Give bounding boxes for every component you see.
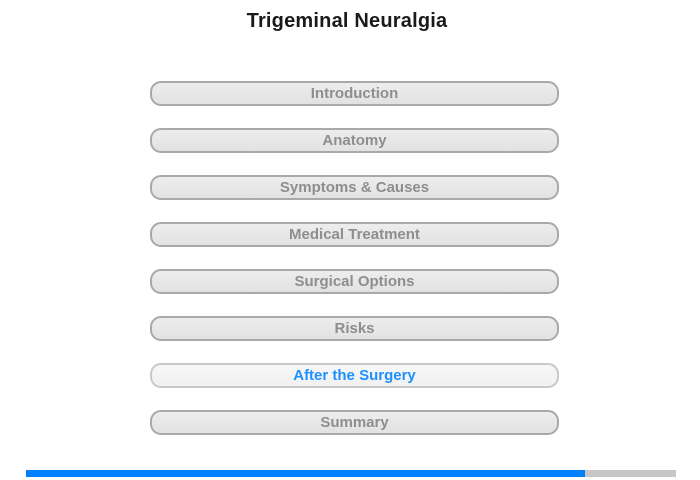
progress-bar-track (26, 470, 676, 477)
menu-button-symptoms-causes[interactable]: Symptoms & Causes (150, 175, 559, 200)
page-title: Trigeminal Neuralgia (246, 10, 448, 32)
menu-button-after-the-surgery[interactable]: After the Surgery (150, 363, 559, 388)
menu-button-risks[interactable]: Risks (150, 316, 559, 341)
menu-button-medical-treatment[interactable]: Medical Treatment (150, 222, 559, 247)
menu-button-summary[interactable]: Summary (150, 410, 559, 435)
menu-button-surgical-options[interactable]: Surgical Options (150, 269, 559, 294)
menu-button-anatomy[interactable]: Anatomy (150, 128, 559, 153)
progress-fill (26, 470, 585, 477)
topic-menu: Introduction Anatomy Symptoms & Causes M… (150, 81, 559, 457)
menu-button-introduction[interactable]: Introduction (150, 81, 559, 106)
